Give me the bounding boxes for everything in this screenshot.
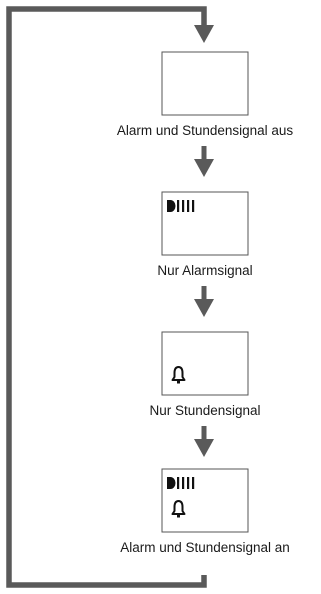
down-arrow: [194, 286, 214, 317]
state-label-chime-only: Nur Stundensignal: [149, 403, 261, 418]
alarm-signal-bars-icon: [167, 477, 195, 489]
state-label-both: Alarm und Stundensignal an: [120, 540, 290, 555]
bell-icon: [171, 500, 186, 518]
alarm-signal-bars-icon: [167, 200, 195, 212]
state-box-chime-only: [161, 331, 249, 396]
down-arrow: [194, 146, 214, 177]
loop-back-line: [6, 6, 207, 588]
down-arrow: [194, 426, 214, 457]
loop-arrowhead: [194, 25, 214, 43]
state-label-alarm-only: Nur Alarmsignal: [157, 263, 253, 278]
state-box-alarm-only: [161, 191, 249, 256]
bell-icon: [171, 366, 186, 384]
state-label-off: Alarm und Stundensignal aus: [116, 123, 294, 138]
state-box-off: [161, 51, 249, 116]
state-box-both: [161, 468, 249, 533]
